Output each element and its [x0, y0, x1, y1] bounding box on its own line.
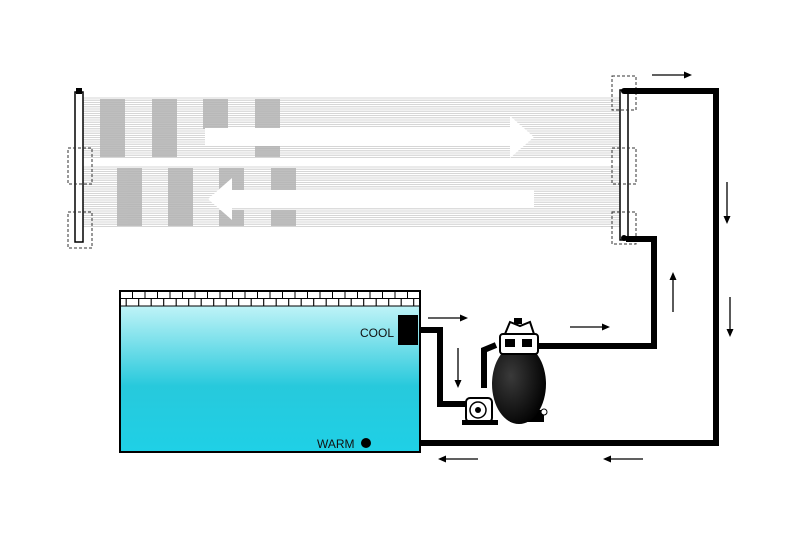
- panel-right-header: [611, 75, 637, 245]
- solar-panel: [67, 75, 637, 249]
- shade-blocks-upper: [100, 99, 280, 157]
- pool: COOL WARM: [119, 290, 421, 453]
- pump-icon: [462, 397, 498, 425]
- cool-label: COOL: [360, 326, 394, 340]
- return-pipe: [368, 88, 719, 446]
- supply-pipe: [537, 236, 657, 349]
- panel-flow-arrow-right: [205, 116, 534, 158]
- warm-inlet: [361, 438, 371, 448]
- flow-arrow-icon-outlet-down: [454, 348, 462, 388]
- flow-arrow-icon-return-left-1: [603, 455, 643, 463]
- pump-to-filter-pipe: [481, 342, 498, 388]
- pool-outlet-pipe: [416, 327, 470, 407]
- flow-arrow-icon-return-left-2: [438, 455, 478, 463]
- flow-arrow-icon-top-right: [652, 71, 692, 79]
- panel-left-header: [67, 88, 93, 249]
- panel-flow-arrow-left: [208, 178, 534, 220]
- pool-water: [120, 306, 420, 452]
- flow-arrow-icon-right-down-1: [723, 182, 731, 224]
- warm-label: WARM: [317, 437, 355, 451]
- flow-arrow-icon-outlet-right: [428, 314, 468, 322]
- flow-arrow-icon-supply-right: [570, 323, 610, 331]
- cool-outlet: [398, 315, 418, 345]
- flow-arrow-icon-supply-up: [669, 272, 677, 312]
- sand-filter-icon: [492, 318, 548, 424]
- pipe-network: [368, 88, 719, 446]
- flow-arrow-icon-right-down-2: [726, 297, 734, 337]
- pool-tile-border: [119, 290, 421, 307]
- pool-outline: [119, 290, 421, 453]
- flow-arrows: [428, 71, 734, 463]
